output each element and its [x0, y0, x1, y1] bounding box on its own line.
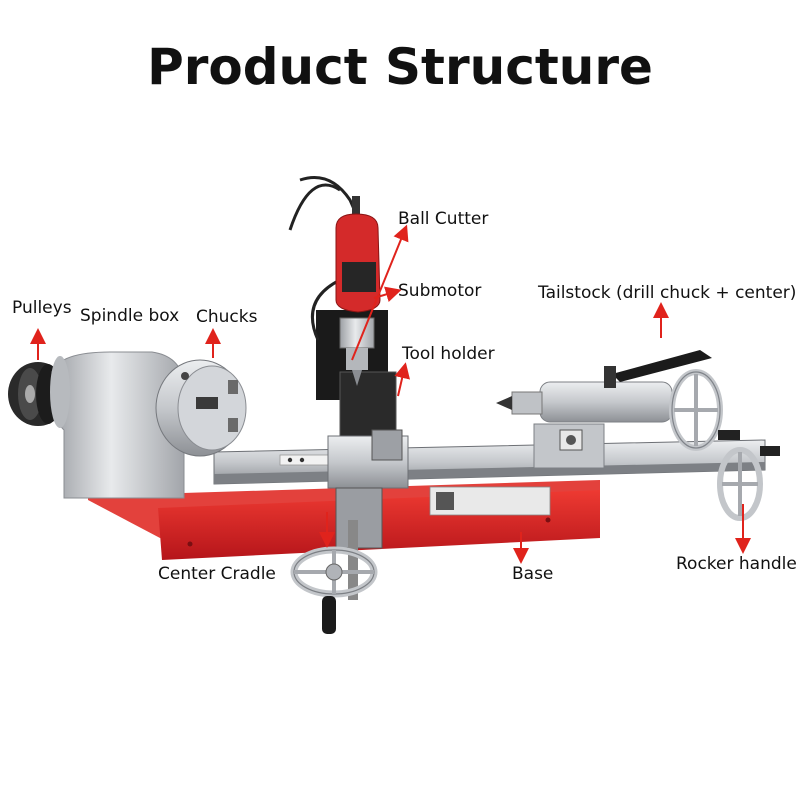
label-center-cradle: Center Cradle [158, 564, 276, 584]
label-rocker-handle: Rocker handle [676, 554, 797, 574]
label-tool-holder: Tool holder [402, 344, 495, 364]
callout-arrows [30, 224, 751, 564]
center-cradle-handwheel [290, 546, 378, 634]
tailstock [496, 350, 712, 469]
page-title: Product Structure [147, 38, 653, 96]
arrow-tool-holder [394, 362, 410, 397]
submotor [288, 176, 381, 386]
spindle-box [50, 351, 185, 499]
arrow-submotor [373, 286, 402, 302]
chuck [155, 359, 247, 457]
rocker-handwheel [717, 446, 780, 521]
label-submotor: Submotor [398, 281, 482, 301]
label-chucks: Chucks [196, 307, 258, 327]
label-pulleys: Pulleys [12, 298, 72, 318]
label-spindle-box: Spindle box [80, 306, 180, 326]
label-ball-cutter: Ball Cutter [398, 209, 489, 229]
label-tailstock: Tailstock (drill chuck + center) [538, 283, 797, 303]
label-base: Base [512, 564, 554, 584]
tailstock-handwheel [669, 369, 740, 451]
tool-holder-column [316, 310, 409, 600]
